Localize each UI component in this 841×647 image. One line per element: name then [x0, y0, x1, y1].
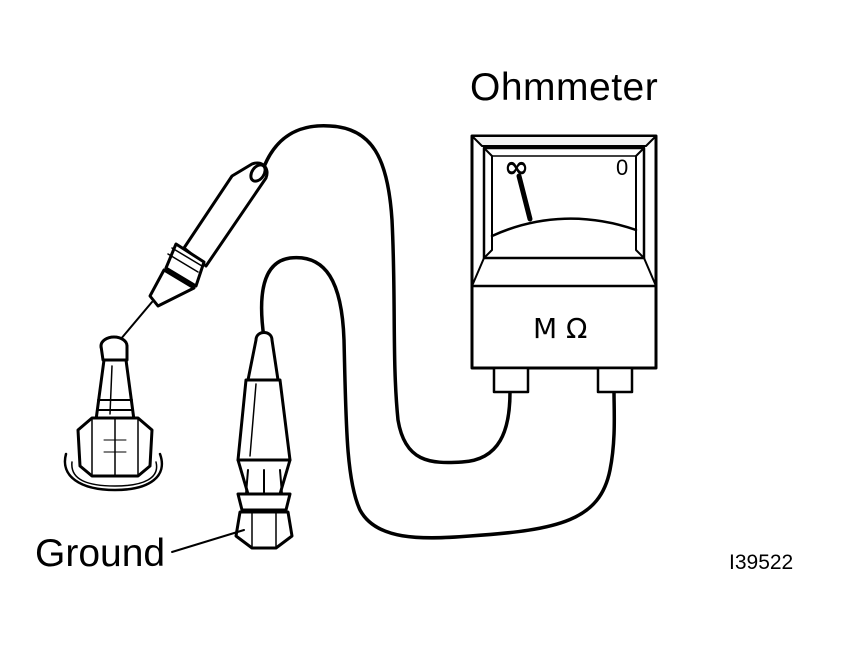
ground-leader-line	[171, 529, 245, 553]
ohmmeter-body: ∞ 0 M Ω	[470, 134, 658, 394]
probe-lead-wire	[260, 124, 512, 465]
scale-zero-label: 0	[616, 155, 628, 180]
test-probe	[119, 161, 269, 341]
spark-plug	[63, 335, 164, 492]
figure-id: I39522	[729, 551, 794, 574]
scale-infinity-label: ∞	[504, 150, 529, 185]
ohmmeter-label: Ohmmeter	[470, 66, 659, 109]
right-terminal	[596, 366, 634, 394]
ground-lead-wire	[259, 255, 617, 540]
left-terminal	[492, 366, 530, 394]
meter-unit-label: M Ω	[533, 312, 587, 345]
meter-scale-arc	[490, 217, 638, 238]
ground-label: Ground	[35, 532, 166, 575]
meter-needle	[516, 173, 533, 222]
test-lead-wires	[259, 124, 617, 540]
ground-clip	[234, 331, 294, 550]
